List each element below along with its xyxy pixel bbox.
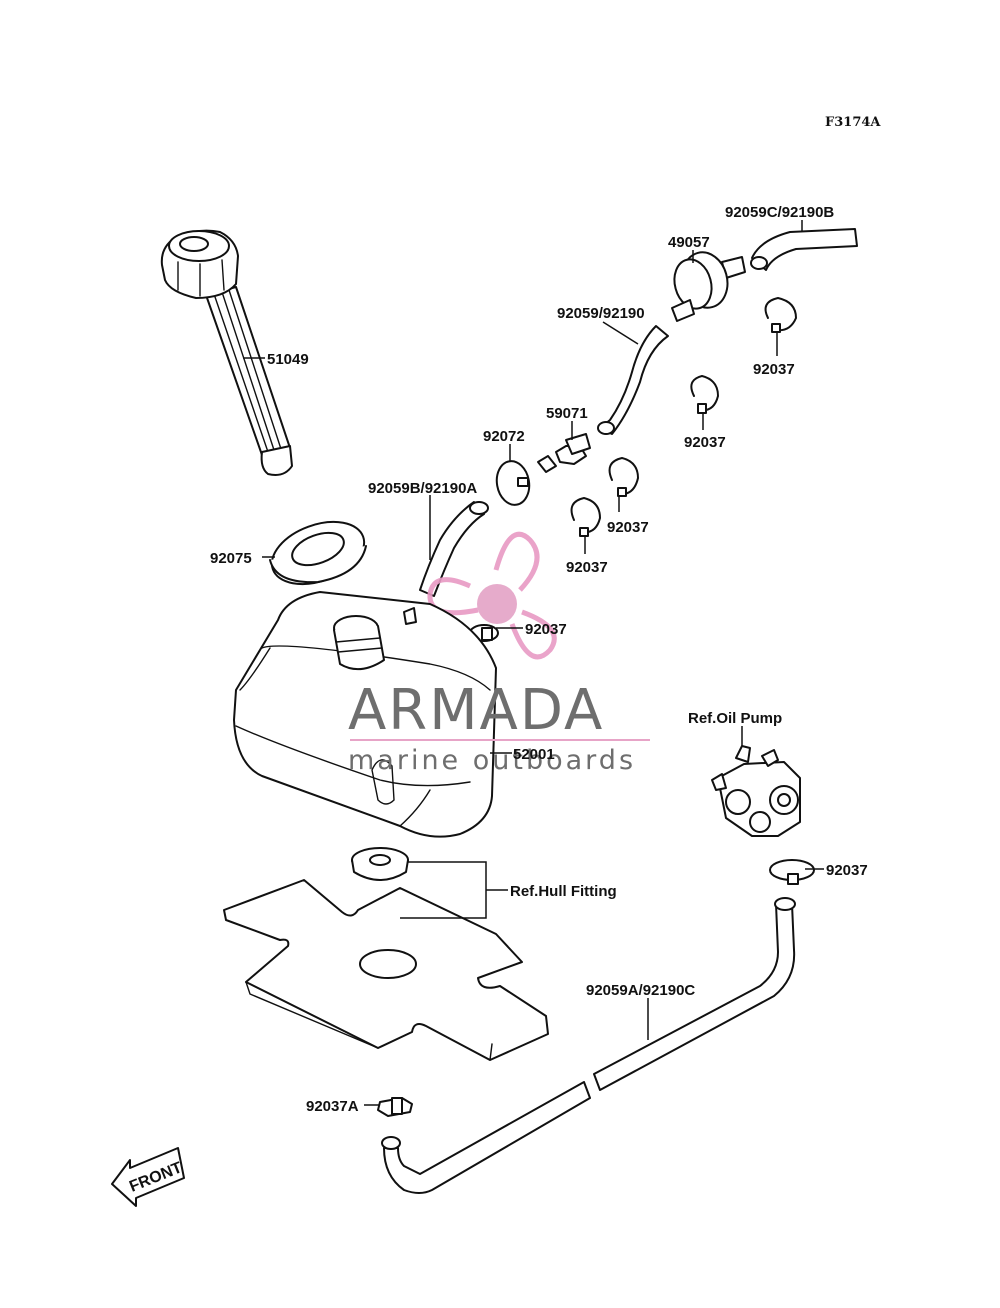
- hose-92059: [597, 325, 669, 435]
- clamp-92037-left-center: [570, 497, 601, 537]
- label-92037a: 92037A: [306, 1098, 359, 1115]
- label-ref-oil-pump: Ref.Oil Pump: [688, 710, 782, 727]
- watermark-brand: ARMADA: [348, 678, 604, 743]
- watermark-tagline: marine outboards: [348, 745, 636, 776]
- watermark: ARMADA marine outboards: [348, 678, 650, 776]
- hose-92059b: [419, 501, 489, 597]
- label-51049: 51049: [267, 351, 309, 368]
- label-92072: 92072: [483, 428, 525, 445]
- label-92037-center: 92037: [607, 519, 649, 536]
- watermark-propeller-logo: [427, 531, 557, 660]
- label-59071: 59071: [546, 405, 588, 422]
- label-92059c-92190b: 92059C/92190B: [725, 204, 834, 221]
- clamp-92037-mid-right: [690, 375, 719, 414]
- label-92037-tank: 92037: [525, 621, 567, 638]
- label-ref-hull-fitting: Ref.Hull Fitting: [510, 883, 617, 900]
- hose-92059c: [750, 228, 858, 271]
- clamp-92037-upper-right: [764, 297, 797, 333]
- small-fitting: [537, 455, 557, 473]
- label-92059b-92190a: 92059B/92190A: [368, 480, 477, 497]
- clamp-92037-center: [608, 457, 639, 497]
- clamp-92037-pump: [769, 859, 815, 885]
- label-92059a-92190c: 92059A/92190C: [586, 982, 695, 999]
- seal-92075: [269, 520, 367, 586]
- filler-cap-tube-51049: [160, 229, 293, 476]
- oil-pump: [711, 745, 801, 837]
- hull-fitting-plate: [223, 879, 549, 1061]
- filter-49057: [671, 251, 746, 322]
- clamp-92037a: [377, 1097, 413, 1117]
- joint-59071: [555, 433, 591, 465]
- label-52001: 52001: [513, 746, 555, 763]
- oil-tank-52001: [233, 591, 497, 838]
- label-92037-upper-right: 92037: [753, 361, 795, 378]
- label-92037-left-center: 92037: [566, 559, 608, 576]
- front-arrow: FRONT: [111, 1147, 185, 1207]
- figure-code: F3174A: [825, 115, 881, 130]
- label-92037-pump: 92037: [826, 862, 868, 879]
- label-49057: 49057: [668, 234, 710, 251]
- hose-92059a: [381, 897, 796, 1194]
- clamp-92072: [495, 460, 531, 506]
- hull-fitting-grommet: [351, 847, 409, 881]
- label-92075: 92075: [210, 550, 252, 567]
- label-92059-92190: 92059/92190: [557, 305, 645, 322]
- label-92037-mid-right: 92037: [684, 434, 726, 451]
